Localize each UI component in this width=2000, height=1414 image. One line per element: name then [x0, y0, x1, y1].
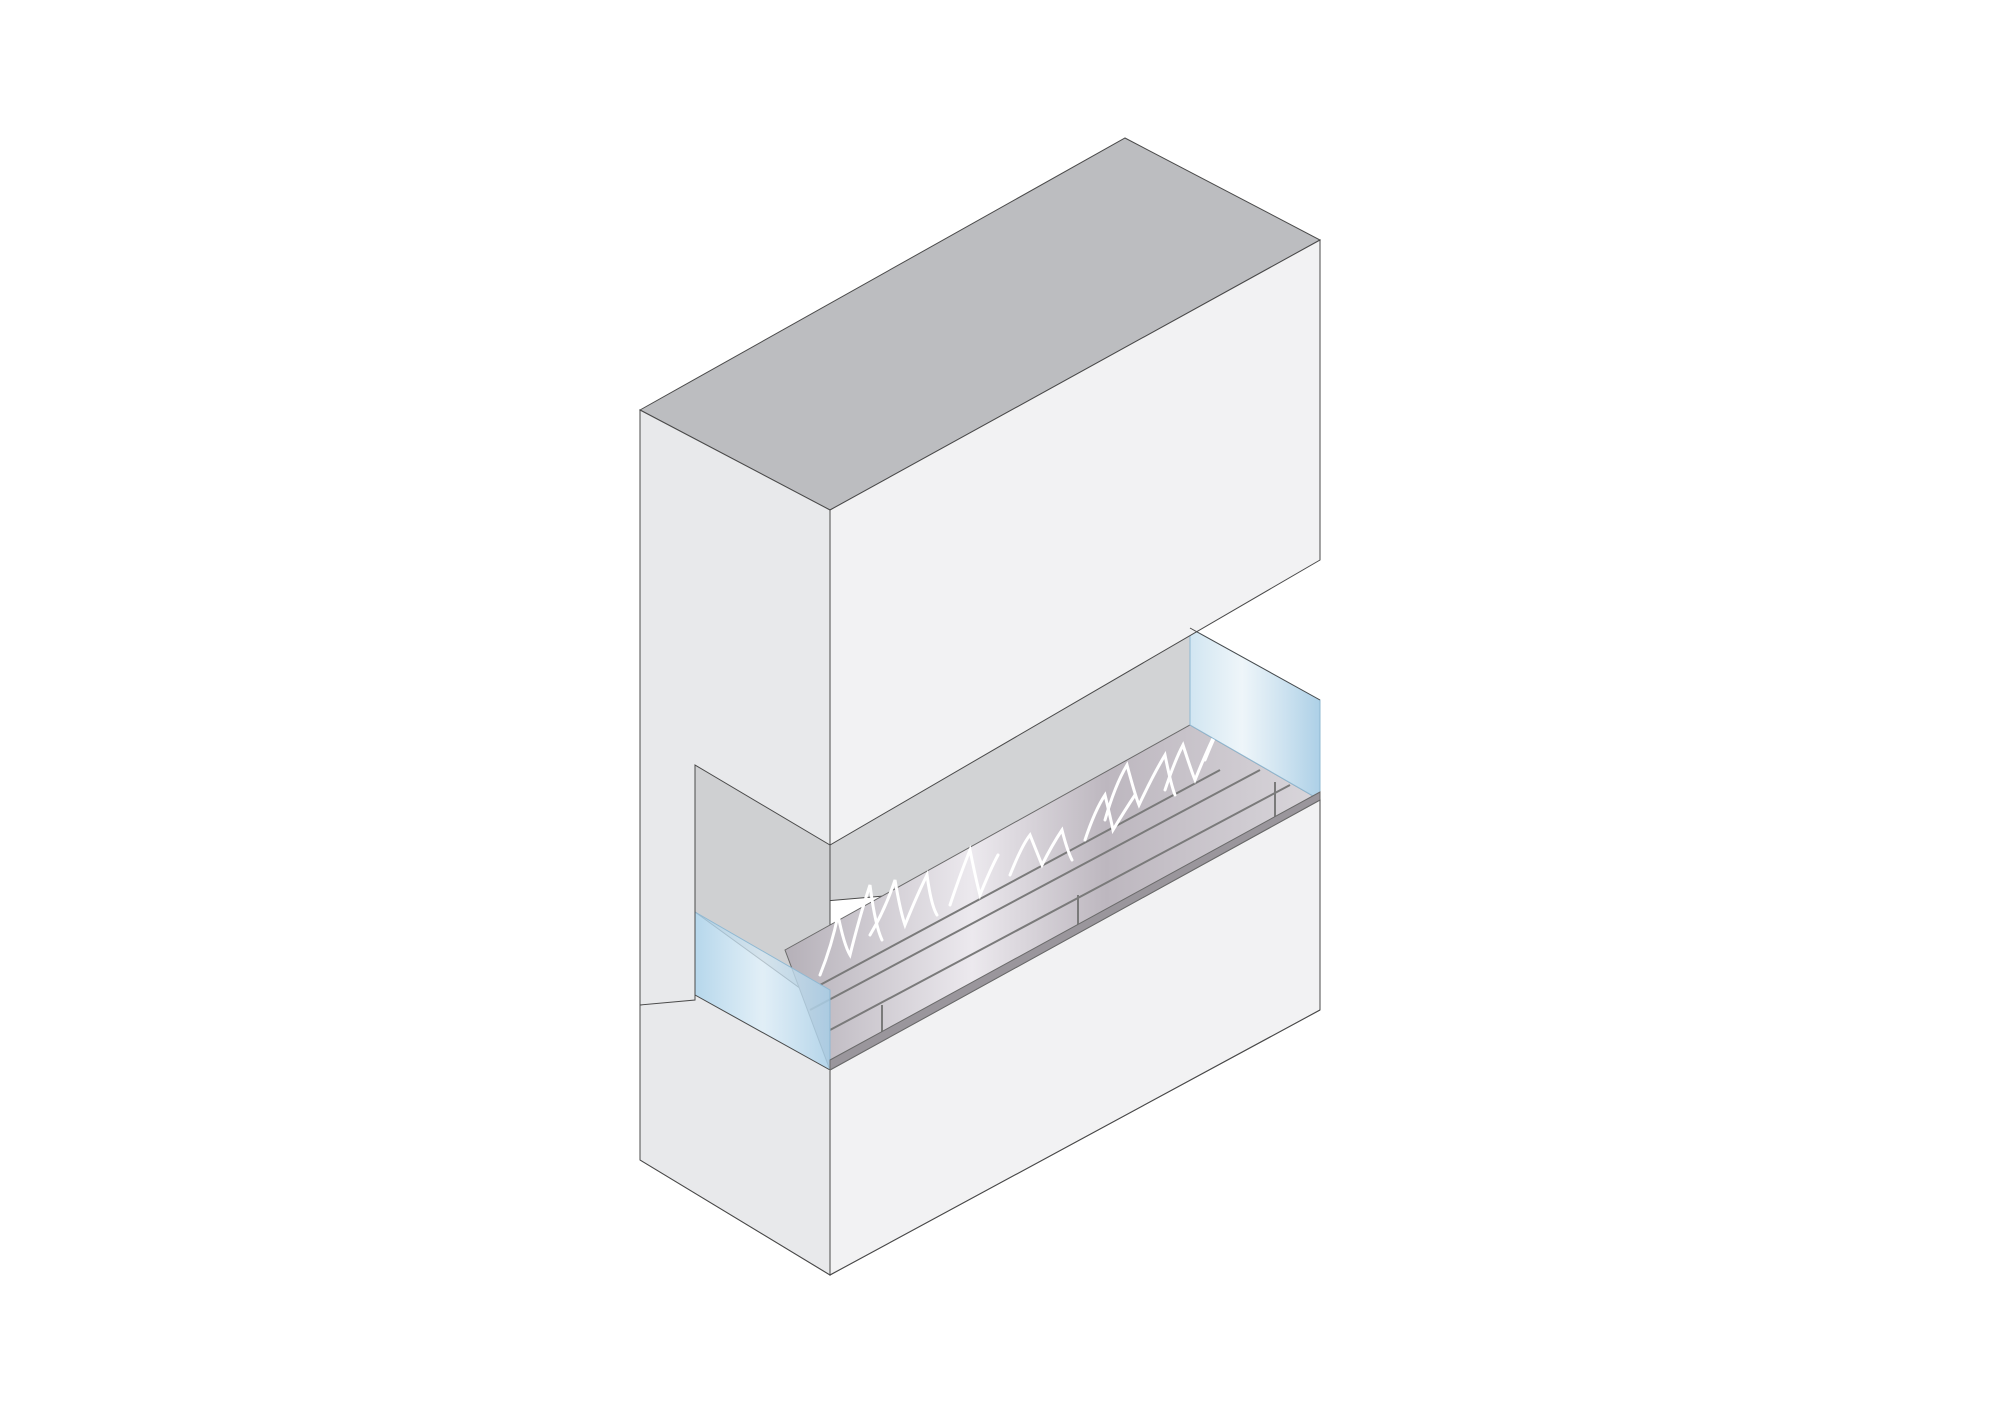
base-trim — [829, 791, 1321, 1071]
burner-rails — [809, 769, 1291, 1045]
outline-edges — [639, 410, 1321, 1276]
